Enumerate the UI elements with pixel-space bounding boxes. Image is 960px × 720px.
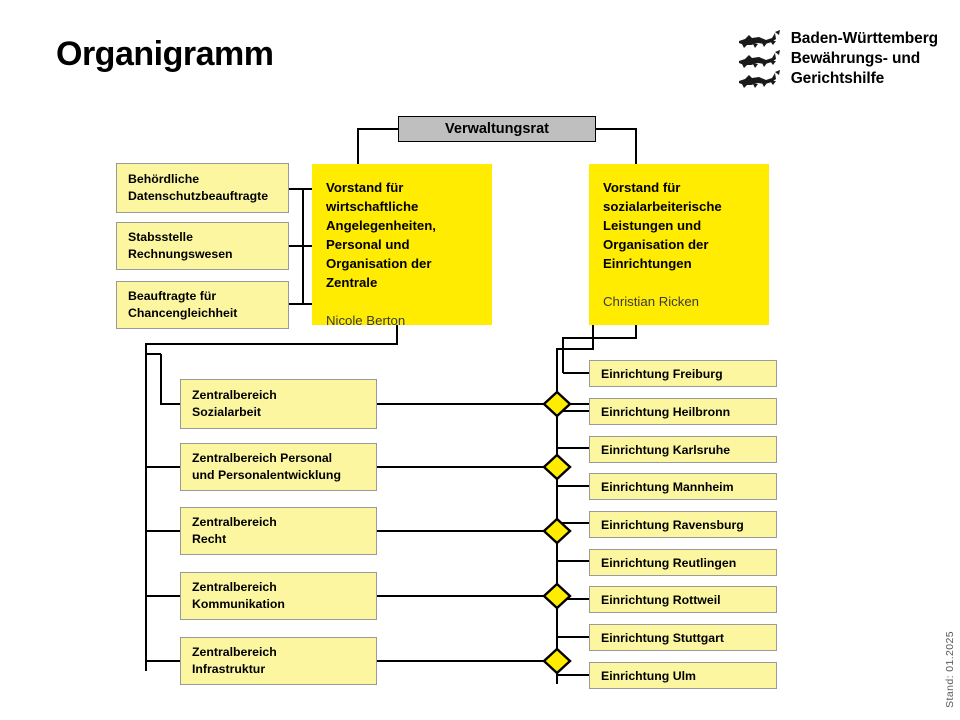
logo-text-block: Baden-Württemberg Bewährungs- und Gerich… bbox=[791, 28, 938, 89]
node-einrichtung-rottweil[interactable]: Einrichtung Rottweil bbox=[589, 586, 777, 613]
node-label: Einrichtung Rottweil bbox=[601, 592, 721, 607]
node-zentralbereich-sozialarbeit[interactable]: Zentralbereich Sozialarbeit bbox=[180, 379, 377, 429]
node-label: Einrichtung Reutlingen bbox=[601, 555, 737, 570]
node-einrichtung-ulm[interactable]: Einrichtung Ulm bbox=[589, 662, 777, 689]
node-label: Einrichtung Mannheim bbox=[601, 479, 734, 494]
node-einrichtung-ravensburg[interactable]: Einrichtung Ravensburg bbox=[589, 511, 777, 538]
node-einrichtung-stuttgart[interactable]: Einrichtung Stuttgart bbox=[589, 624, 777, 651]
node-label: Zentralbereich Sozialarbeit bbox=[192, 388, 277, 419]
diamond-junction-icon-group bbox=[542, 390, 572, 675]
node-label: Beauftragte für Chancengleichheit bbox=[128, 289, 238, 320]
node-vorstand-sozialarbeit[interactable]: Vorstand für sozialarbeiterische Leistun… bbox=[589, 164, 769, 325]
node-einrichtung-heilbronn[interactable]: Einrichtung Heilbronn bbox=[589, 398, 777, 425]
node-label: Einrichtung Ulm bbox=[601, 668, 696, 683]
node-vorstand-wirtschaft[interactable]: Vorstand für wirtschaftliche Angelegenhe… bbox=[312, 164, 492, 328]
node-einrichtung-mannheim[interactable]: Einrichtung Mannheim bbox=[589, 473, 777, 500]
node-stabsstelle-rechnungswesen[interactable]: Stabsstelle Rechnungswesen bbox=[116, 222, 289, 270]
logo-line-3: Gerichtshilfe bbox=[790, 70, 885, 87]
node-einrichtung-freiburg[interactable]: Einrichtung Freiburg bbox=[589, 360, 777, 387]
node-label: Zentralbereich Personal und Personalentw… bbox=[192, 451, 341, 482]
node-person-name: Christian Ricken bbox=[603, 294, 700, 309]
node-label: Zentralbereich Recht bbox=[192, 515, 277, 546]
node-einrichtung-reutlingen[interactable]: Einrichtung Reutlingen bbox=[589, 549, 777, 576]
node-behoerdliche-datenschutzbeauftragte[interactable]: Behördliche Datenschutzbeauftragte bbox=[116, 163, 289, 213]
node-person-name: Nicole Berton bbox=[326, 313, 406, 328]
node-einrichtung-karlsruhe[interactable]: Einrichtung Karlsruhe bbox=[589, 436, 777, 463]
node-label: Einrichtung Ravensburg bbox=[601, 517, 744, 532]
node-label: Einrichtung Karlsruhe bbox=[601, 442, 731, 457]
node-zentralbereich-personal[interactable]: Zentralbereich Personal und Personalentw… bbox=[180, 443, 377, 491]
stand-date-stamp: Stand: 01.2025 bbox=[944, 631, 956, 708]
node-label: Behördliche Datenschutzbeauftragte bbox=[128, 172, 269, 203]
node-label: Einrichtung Stuttgart bbox=[601, 630, 724, 645]
node-label: Verwaltungsrat bbox=[445, 121, 549, 137]
logo-line-1: Baden-Württemberg bbox=[790, 30, 938, 47]
logo-line-2: Bewährungs- und bbox=[790, 50, 921, 67]
node-label: Zentralbereich Kommunikation bbox=[192, 580, 285, 611]
node-label: Stabsstelle Rechnungswesen bbox=[128, 230, 233, 261]
node-label: Vorstand für wirtschaftliche Angelegenhe… bbox=[326, 180, 436, 290]
node-beauftragte-fuer-chancengleichheit[interactable]: Beauftragte für Chancengleichheit bbox=[116, 281, 289, 329]
node-label: Einrichtung Freiburg bbox=[601, 366, 723, 381]
node-label: Einrichtung Heilbronn bbox=[601, 404, 731, 419]
organization-logo: Baden-Württemberg Bewährungs- und Gerich… bbox=[735, 28, 938, 89]
node-label: Vorstand für sozialarbeiterische Leistun… bbox=[603, 180, 722, 271]
three-lions-crest-icon bbox=[738, 30, 780, 88]
node-verwaltungsrat[interactable]: Verwaltungsrat bbox=[398, 116, 596, 142]
node-zentralbereich-infrastruktur[interactable]: Zentralbereich Infrastruktur bbox=[180, 637, 377, 685]
node-label: Zentralbereich Infrastruktur bbox=[192, 645, 277, 676]
node-zentralbereich-kommunikation[interactable]: Zentralbereich Kommunikation bbox=[180, 572, 377, 620]
page-title: Organigramm bbox=[56, 35, 274, 73]
node-zentralbereich-recht[interactable]: Zentralbereich Recht bbox=[180, 507, 377, 555]
